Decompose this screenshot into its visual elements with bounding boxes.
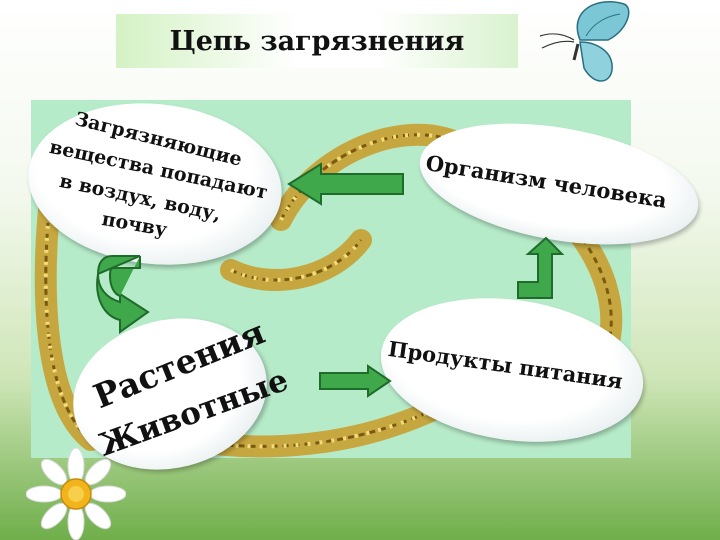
daisy-flower-icon	[26, 448, 126, 540]
elbow-up-arrow-icon	[517, 236, 564, 299]
curved-down-arrow-icon	[96, 255, 150, 334]
page-title: Цепь загрязнения	[169, 25, 465, 57]
butterfly-icon	[539, 1, 630, 82]
arrow-right-icon	[319, 364, 392, 398]
title-banner: Цепь загрязнения	[116, 14, 518, 68]
arrow-left-icon	[287, 162, 404, 206]
